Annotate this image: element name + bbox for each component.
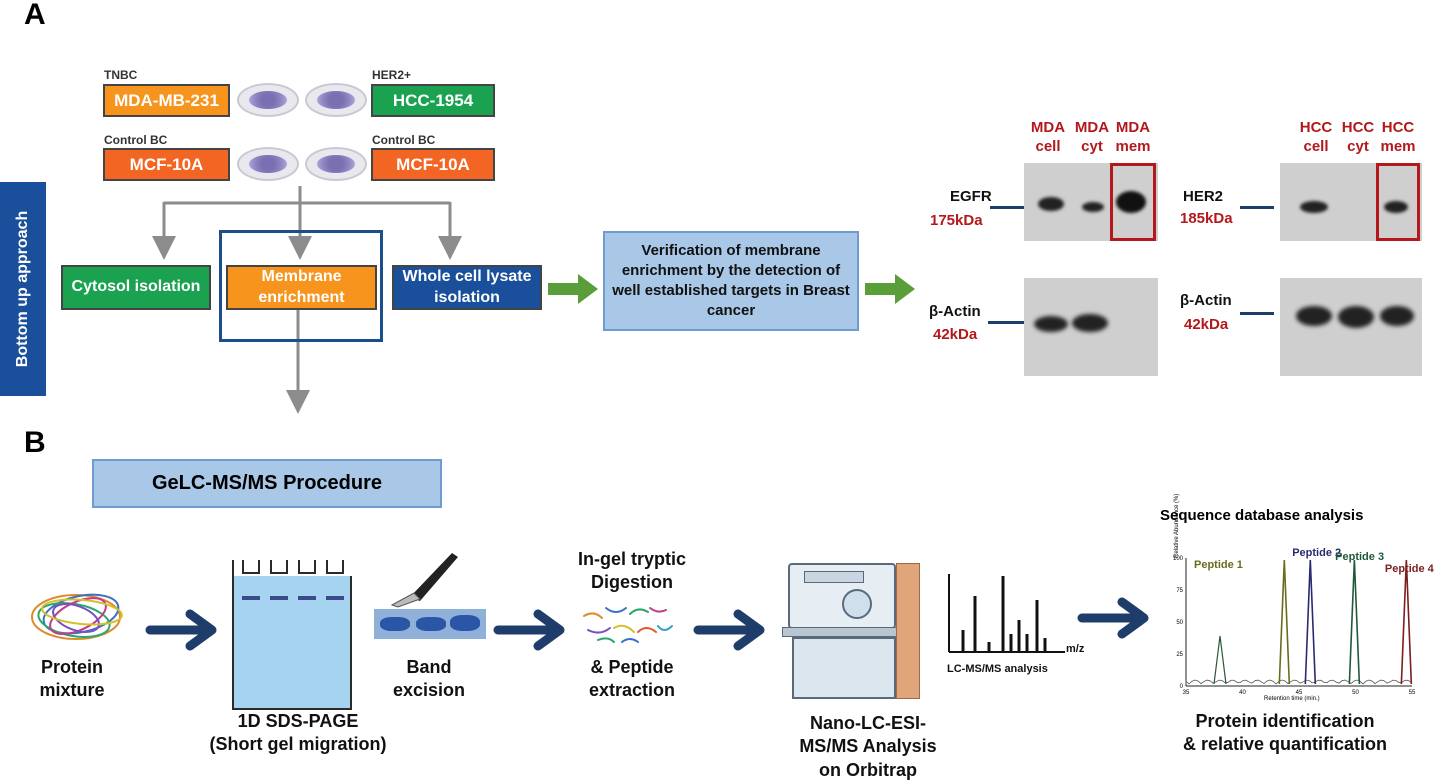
chromatogram-y-tick: 100: [1173, 556, 1184, 562]
control-bc-left-label: Control BC: [104, 133, 168, 147]
her2-actin-label: β-Actin: [1180, 292, 1232, 309]
membrane-enrichment-box: Membrane enrichment: [226, 265, 377, 310]
chromatogram-xlabel: Retention time (min.): [1264, 696, 1320, 702]
chromatogram-peak-4: [1400, 559, 1413, 685]
chromatogram-y-tick: 50: [1176, 620, 1183, 626]
peptide-label-4: Peptide 4: [1385, 563, 1435, 575]
her2-kda-label: 185kDa: [1180, 210, 1233, 227]
chromatogram-early-peak: [1213, 635, 1227, 685]
bottom-up-side-bar: Bottom up approach: [0, 182, 46, 396]
chromatogram-peak-2: [1304, 559, 1317, 685]
sds-page-gel-icon: [232, 560, 354, 710]
chromatogram-baseline: [1185, 679, 1412, 685]
orbitrap-instrument-icon: [782, 563, 922, 699]
chromatogram-x-tick: 50: [1352, 690, 1359, 696]
chromatogram-peak-3: [1348, 559, 1361, 685]
peptide-label-1: Peptide 1: [1194, 559, 1243, 571]
protein-mixture-icon: [31, 593, 123, 640]
egfr-actin-blot-image: [1024, 278, 1158, 376]
her2-marker-line: [1240, 206, 1274, 209]
mcf-10a-left-box: MCF-10A: [103, 148, 230, 181]
her2-blot-image: [1280, 163, 1422, 241]
protein-id-label: Protein identification& relative quantif…: [1182, 711, 1388, 755]
ms-spectrum-icon: [948, 574, 1065, 653]
egfr-actin-marker-line: [988, 321, 1024, 324]
her2-actin-marker-line: [1240, 312, 1274, 315]
gelc-title-box: GeLC-MS/MS Procedure: [92, 459, 442, 508]
tnbc-label: TNBC: [104, 68, 138, 82]
her2-label: HER2+: [372, 68, 412, 82]
her2-mem-highlight: [1376, 163, 1420, 241]
chromatogram-y-tick: 25: [1176, 652, 1183, 658]
egfr-actin-label: β-Actin: [929, 303, 981, 320]
lcms-analysis-label: LC-MS/MS analysis: [947, 663, 1048, 675]
peptide-label-3: Peptide 3: [1335, 551, 1384, 563]
chromatogram-y-tick: 0: [1180, 684, 1184, 690]
panel-b-letter: B: [24, 426, 46, 459]
mz-label: m/z: [1066, 643, 1085, 655]
sds-page-label: 1D SDS-PAGE(Short gel migration): [209, 711, 387, 755]
hcc-1954-box: HCC-1954: [371, 84, 495, 117]
chromatogram-x-tick: 40: [1239, 690, 1246, 696]
control-bc-right-label: Control BC: [372, 133, 436, 147]
mda-mb-231-box: MDA-MB-231: [103, 84, 230, 117]
scalpel-icon: [390, 553, 458, 608]
membrane-highlight-frame: [219, 230, 383, 342]
culture-dish-icon: [305, 147, 367, 181]
chromatogram-peak-1: [1278, 559, 1291, 685]
her2-label: HER2: [1183, 188, 1224, 205]
egfr-marker-line: [990, 206, 1024, 209]
chromatogram-ylabel: Relative Abundance (%): [1174, 493, 1180, 558]
panel-a-letter: A: [24, 0, 46, 31]
mcf-10a-right-box: MCF-10A: [371, 148, 495, 181]
peptide-fragments-icon: [583, 607, 673, 643]
egfr-mem-highlight: [1110, 163, 1156, 241]
peptide-label-2: Peptide 2: [1292, 547, 1341, 559]
verification-box: Verification of membrane enrichment by t…: [603, 231, 859, 331]
sequence-database-label: Sequence database analysis: [1160, 507, 1364, 524]
excised-band-icon: [374, 609, 486, 639]
her2-actin-blot-image: [1280, 278, 1422, 376]
egfr-blot-image: [1024, 163, 1158, 241]
egfr-label: EGFR: [950, 188, 992, 205]
cytosol-isolation-box: Cytosol isolation: [61, 265, 211, 310]
egfr-actin-kda-label: 42kDa: [933, 326, 978, 343]
egfr-kda-label: 175kDa: [930, 212, 983, 229]
culture-dish-icon: [237, 147, 299, 181]
chromatogram-x-tick: 35: [1183, 690, 1190, 696]
chromatogram-x-tick: 55: [1409, 690, 1416, 696]
chromatogram-x-tick: 45: [1296, 690, 1303, 696]
culture-dish-icon: [305, 83, 367, 117]
her2-actin-kda-label: 42kDa: [1184, 316, 1229, 333]
culture-dish-icon: [237, 83, 299, 117]
chromatogram-y-tick: 75: [1176, 588, 1183, 594]
whole-cell-lysate-box: Whole cell lysate isolation: [392, 265, 542, 310]
